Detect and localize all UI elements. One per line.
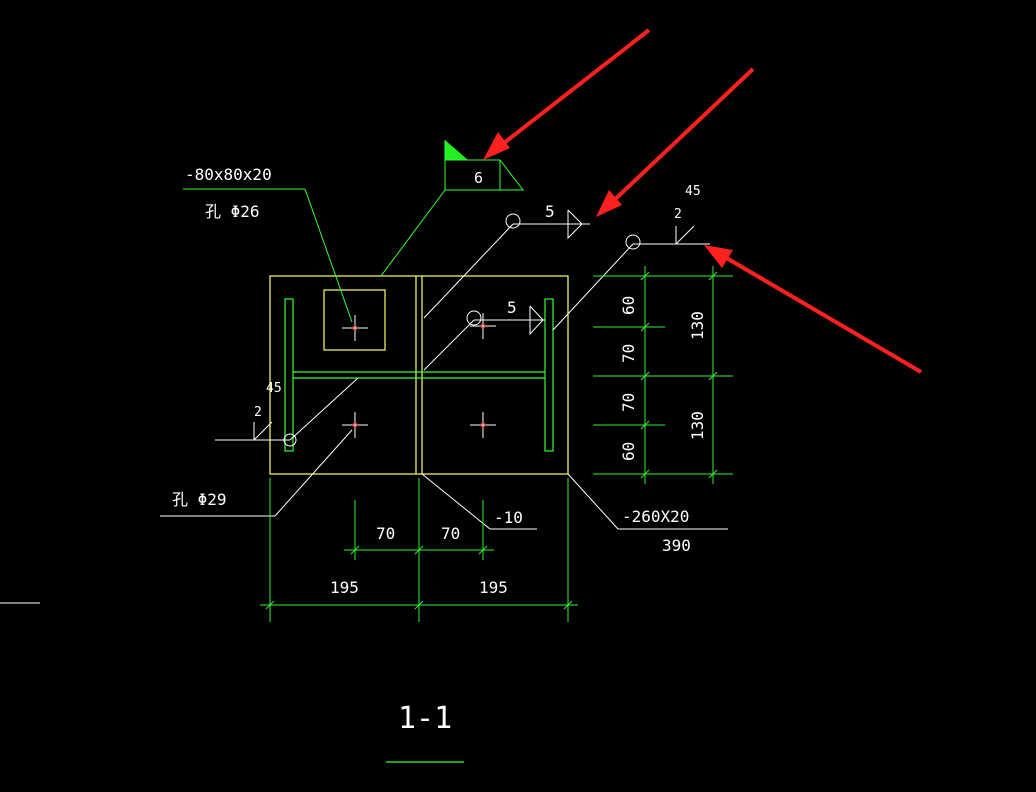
dim-right-2: 70 [619,344,638,363]
web-leader [421,473,491,530]
dim-right-outer-top: 130 [688,311,707,340]
red-arrow-2 [596,67,755,217]
weld-mid-triangle-icon [529,305,544,336]
dim-right-4: 60 [619,442,638,461]
dim-bottom-outer-right: 195 [479,578,508,597]
dim-right-outer-bottom: 130 [688,411,707,440]
dim-right-1: 60 [619,296,638,315]
dim-right-3: 70 [619,393,638,412]
weld-top-leader [423,223,514,319]
weld-right-circle-icon [625,234,641,250]
weld-top-triangle-icon [567,209,583,240]
weld-left-leader [289,377,359,441]
weld-left-angle: 45 [266,381,282,396]
red-arrow-1 [483,28,651,160]
dim-bottom-inner-left: 70 [376,524,395,543]
base-label-line1: -260X20 [622,507,689,526]
weld-right-angle: 45 [685,184,701,199]
weld-mid-circle-icon [466,310,482,326]
flange-left [284,298,294,452]
weld-right-size: 2 [674,207,682,222]
bolt-hole-1 [342,315,368,341]
leader-plate [304,188,353,323]
plate-label-line1: -80x80x20 [185,165,272,184]
base-leader [567,473,619,530]
weld-right-mark-d [675,225,695,245]
bolt-hole-2 [470,313,496,339]
weld-left-size: 2 [254,405,262,420]
weld-flag-leader [380,189,446,277]
flange-right [544,298,554,452]
weld-fillet-triangle-icon [499,159,525,191]
dim-bottom-inner-right: 70 [441,524,460,543]
bolt-hole-4 [470,412,496,438]
washer-plate [323,289,386,351]
hole-leader [274,429,353,517]
bolt-hole-3 [342,412,368,438]
weld-left-circle-icon [283,433,297,447]
base-label-line2: 390 [662,536,691,555]
weld-flag-icon [445,140,468,160]
base-plate-outline [269,275,569,475]
weld-mid-leader [423,319,475,371]
weld-top-size: 5 [545,202,555,221]
red-arrow-3 [704,245,923,374]
weld-flag-size: 6 [474,169,483,187]
bottom-dimensions [260,478,578,622]
web-label: -10 [494,508,523,527]
hole-label: 孔 Φ29 [172,490,227,509]
weld-left-mark-d [253,421,273,441]
weld-top-circle-icon [505,213,521,229]
weld-right-leader [552,243,634,331]
weld-mid-size: 5 [507,298,517,317]
right-dimensions [593,266,733,484]
plate-label-line2: 孔 Φ26 [205,202,260,221]
section-title: 1-1 [398,701,452,736]
dim-bottom-outer-left: 195 [330,578,359,597]
